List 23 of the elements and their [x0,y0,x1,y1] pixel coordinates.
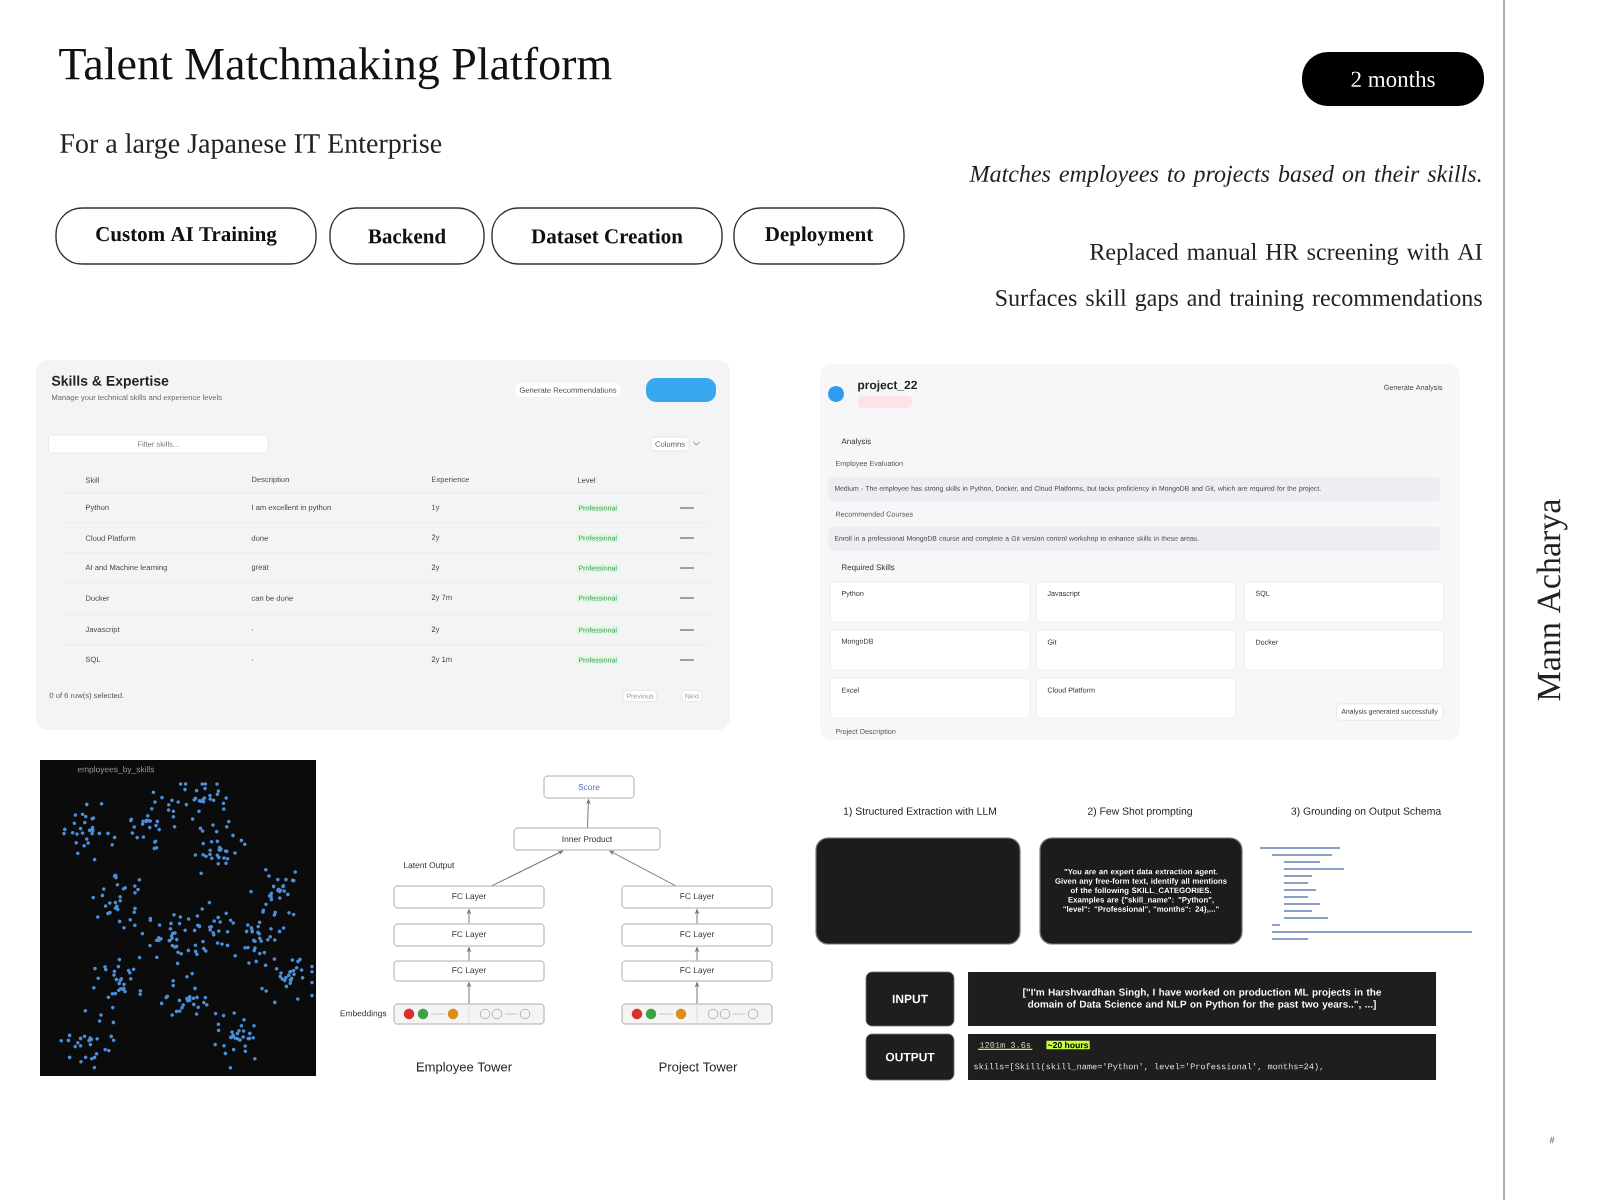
arrow [609,850,676,887]
tag-pill: Deployment [733,207,905,265]
arrow [467,947,471,962]
arrow [695,909,699,925]
embedding-box [621,1003,773,1025]
author-name: Mann Acharya [1536,499,1568,701]
arrow [695,982,699,1005]
arrow [695,947,699,962]
title: Talent Matchmaking Platform [59,46,612,90]
tag-pill: Dataset Creation [491,207,723,265]
arrow [467,982,471,1005]
bullet-text: Surfaces skill gaps and training recommendations [996,288,1482,312]
tag-pill: Backend [329,207,485,265]
bullet-text: Replaced manual HR screening with AI [1090,243,1482,265]
arrow [467,909,471,925]
arrow [491,850,564,887]
model-card [815,837,1021,945]
embedding-box [393,1003,545,1025]
duration-badge: 2 months [1302,52,1484,106]
subtitle: For a large Japanese IT Enterprise [60,133,442,159]
tag-pill: Custom AI Training [55,207,317,265]
arrow [586,799,591,829]
description: Matches employees to projects based on their skills. [969,165,1481,187]
